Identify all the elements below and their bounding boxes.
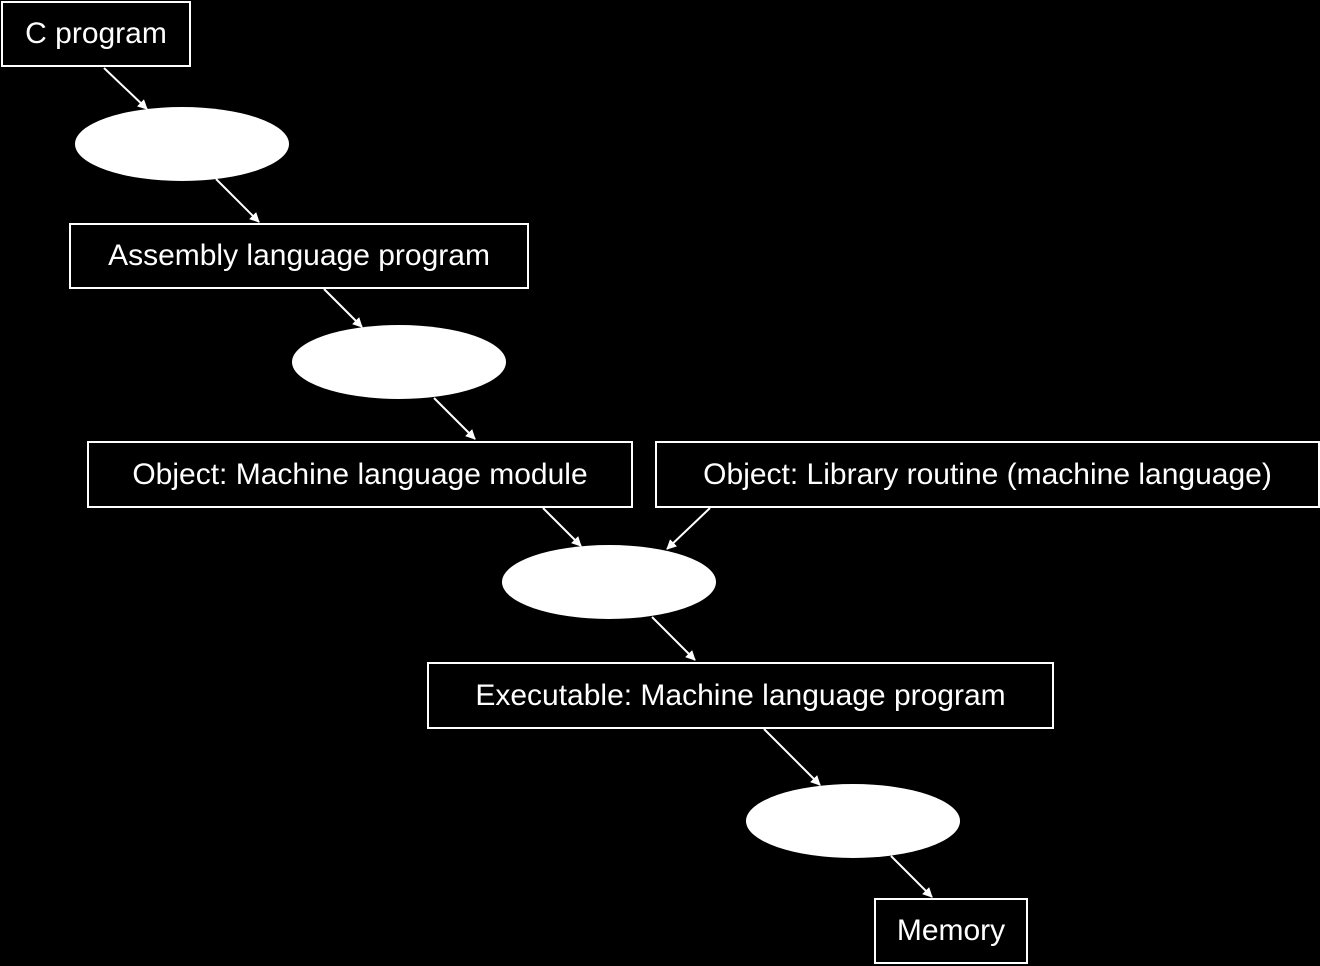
process-step-4-ellipse <box>746 784 960 858</box>
library-routine-box: Object: Library routine (machine languag… <box>655 441 1320 508</box>
arrow-c-program-to-step1 <box>103 67 148 110</box>
object-module-box: Object: Machine language module <box>87 441 633 508</box>
executable-box: Executable: Machine language program <box>427 662 1054 729</box>
arrow-object-module-to-step3 <box>542 507 582 547</box>
process-step-2-ellipse <box>292 325 506 399</box>
arrow-assembly-to-step2 <box>323 288 363 328</box>
c-program-box: C program <box>1 1 191 67</box>
arrow-step4-to-memory <box>890 855 933 898</box>
memory-box: Memory <box>874 898 1028 964</box>
process-step-1-ellipse <box>75 107 289 181</box>
arrow-step2-to-object-module <box>433 397 476 440</box>
arrow-step3-to-executable <box>651 616 696 661</box>
arrow-executable-to-step4 <box>763 728 821 786</box>
assembly-program-box: Assembly language program <box>69 223 529 289</box>
process-step-3-ellipse <box>502 545 716 619</box>
arrow-library-to-step3 <box>666 507 711 550</box>
arrow-step1-to-assembly <box>215 178 260 223</box>
